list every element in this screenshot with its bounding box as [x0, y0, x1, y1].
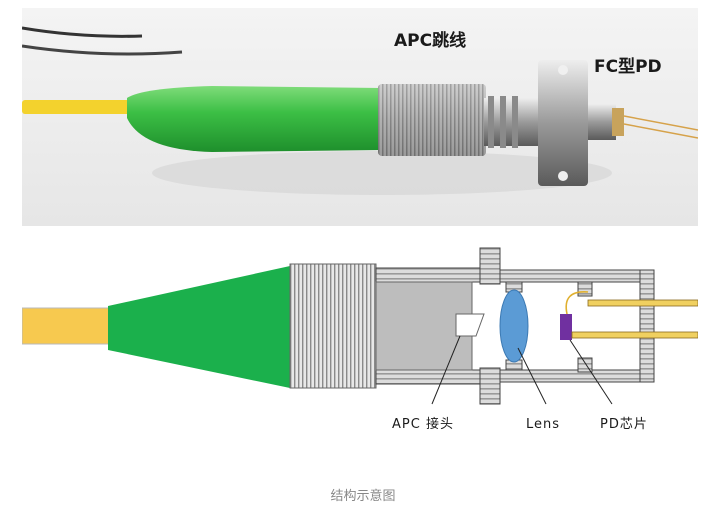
diagram-apc-tip: [455, 313, 485, 337]
photo-fiber: [22, 100, 137, 114]
label-apc-connector: APC 接头: [392, 416, 454, 432]
photo-green-boot: [127, 86, 382, 152]
diagram-lead-top: [587, 299, 698, 307]
diagram-lead-bottom: [571, 331, 698, 339]
diagram-knurled-nut: [289, 263, 377, 389]
label-apc-jumper: APC跳线: [394, 30, 466, 51]
diagram-fiber: [22, 307, 111, 345]
photo-flange: [538, 60, 588, 186]
diagram-lens: [499, 289, 529, 363]
label-lens: Lens: [526, 417, 560, 432]
figure-caption: 结构示意图: [330, 489, 396, 504]
label-fc-pd: FC型PD: [594, 56, 662, 77]
structure-diagram: APC 接头 Lens PD芯片: [22, 238, 698, 438]
diagram-pd-chip: [560, 314, 572, 340]
product-photo: APC跳线 FC型PD: [22, 8, 698, 226]
diagram-green-boot: [108, 266, 290, 388]
diagram-flange-top: [479, 247, 501, 285]
label-pd-chip: PD芯片: [600, 417, 648, 432]
diagram-flange-bottom: [479, 367, 501, 405]
photo-pd-can: [588, 104, 616, 140]
